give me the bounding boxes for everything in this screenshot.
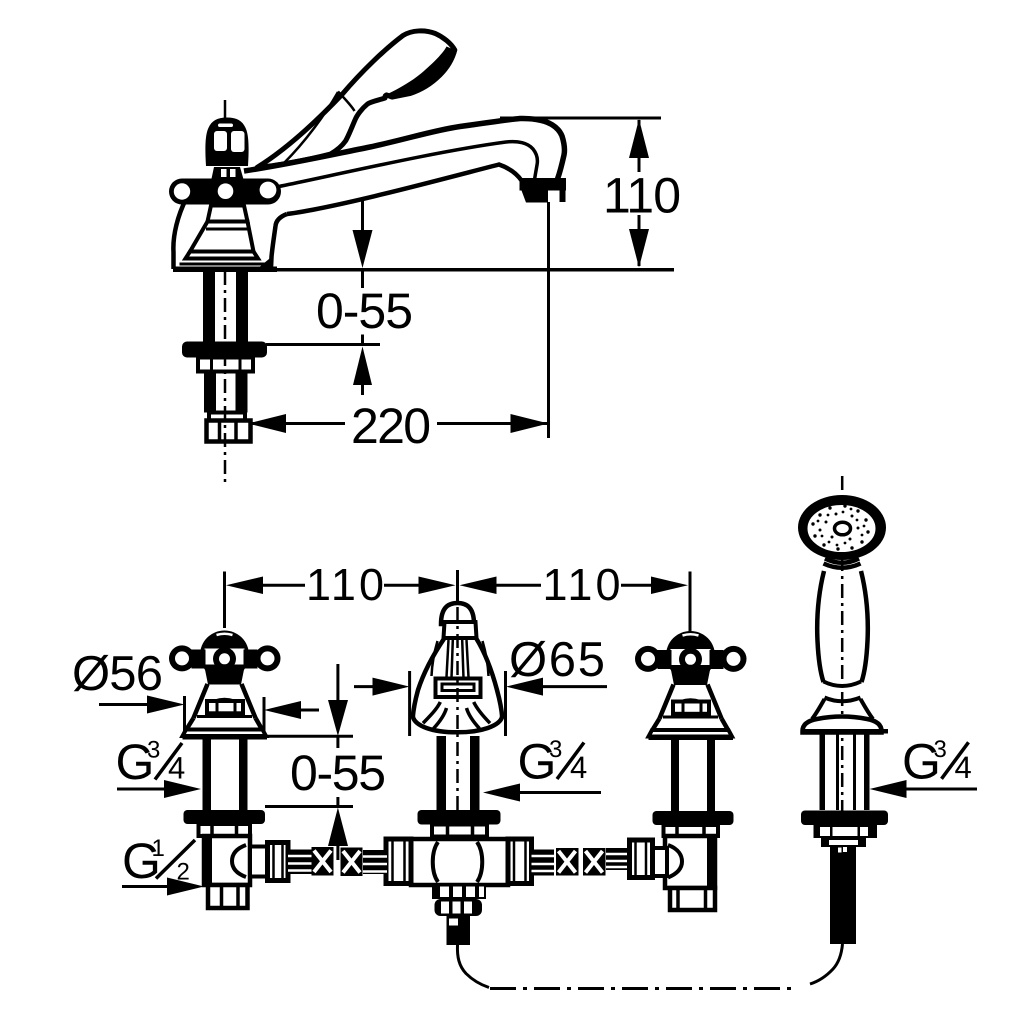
svg-text:3: 3 [549, 736, 562, 763]
svg-text:G: G [902, 733, 941, 789]
svg-text:220: 220 [351, 398, 431, 454]
svg-text:110: 110 [306, 559, 384, 610]
svg-text:G: G [116, 734, 155, 790]
svg-text:3: 3 [147, 737, 160, 764]
svg-text:4: 4 [955, 750, 972, 785]
svg-text:0-55: 0-55 [290, 745, 386, 801]
svg-text:110: 110 [543, 559, 621, 610]
svg-text:4: 4 [570, 750, 587, 785]
svg-text:G: G [518, 734, 557, 790]
svg-text:0-55: 0-55 [316, 283, 413, 339]
svg-text:4: 4 [168, 751, 185, 786]
svg-text:3: 3 [934, 736, 947, 763]
svg-text:Ø56: Ø56 [72, 647, 163, 701]
svg-text:G: G [122, 833, 161, 889]
svg-text:110: 110 [603, 168, 681, 224]
svg-text:1: 1 [152, 835, 165, 862]
svg-text:2: 2 [177, 859, 190, 886]
svg-text:Ø65: Ø65 [509, 633, 605, 687]
